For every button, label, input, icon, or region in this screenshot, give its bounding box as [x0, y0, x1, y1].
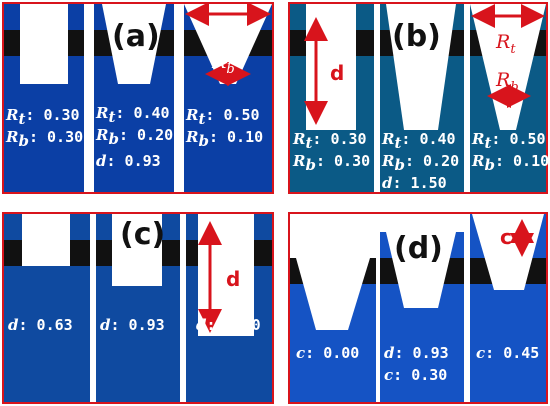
panel-d-cell-2	[380, 232, 464, 402]
param-rt-b-1: Rt: 0.30	[292, 130, 367, 152]
trench	[470, 4, 546, 130]
panel-b-cell-2	[380, 4, 464, 192]
param-c-d-3: c: 0.45	[476, 344, 539, 362]
panel-a-cell-1	[4, 4, 84, 192]
panel-label: (a)	[112, 19, 160, 54]
panel-b-cell-3	[470, 4, 546, 192]
param-d-c-3: d: 1.50	[196, 316, 261, 334]
rt-annotation: Rt	[209, 23, 230, 49]
panel-c-cell-1	[4, 214, 90, 402]
panel-c-cell-3	[186, 214, 272, 402]
panel-d: (d) c c: 0.00 d: 0.93 c: 0.30 c: 0.45	[288, 212, 548, 404]
panel-label: (b)	[392, 19, 441, 54]
param-rb-b-2: Rb: 0.20	[381, 152, 459, 174]
trench	[20, 4, 68, 84]
param-c-d-2: c: 0.30	[384, 366, 447, 384]
param-rt-b-2: Rt: 0.40	[381, 130, 456, 152]
d-annotation: d	[226, 267, 240, 291]
param-rt-a-1: Rt: 0.30	[5, 106, 80, 128]
trench	[386, 232, 456, 308]
param-rb-a-1: Rb: 0.30	[5, 128, 83, 150]
param-d-c-2: d: 0.93	[100, 316, 165, 334]
panel-c: (c) d d: 0.63 d: 0.93 d: 1.50	[2, 212, 274, 404]
trench	[102, 4, 166, 84]
panel-label: (c)	[120, 217, 165, 252]
trench	[22, 214, 70, 266]
c-annotation: c	[500, 225, 512, 249]
param-rb-a-3: Rb: 0.10	[185, 128, 263, 150]
param-rb-b-3: Rb: 0.10	[471, 152, 549, 174]
panel-c-cell-2	[96, 214, 180, 402]
param-rt-a-2: Rt: 0.40	[95, 104, 170, 126]
param-d-a-2: d: 0.93	[96, 152, 161, 170]
param-d-c-1: d: 0.63	[8, 316, 73, 334]
param-d-b-2: d: 1.50	[382, 174, 447, 192]
param-rb-a-2: Rb: 0.20	[95, 126, 173, 148]
param-rt-a-3: Rt: 0.50	[185, 106, 260, 128]
rb-annotation: Rb	[495, 69, 519, 95]
panel-a-cell-3	[184, 4, 272, 192]
param-c-d-1: c: 0.00	[296, 344, 359, 362]
param-d-d-2: d: 0.93	[384, 344, 449, 362]
panel-label: (d)	[394, 231, 443, 266]
param-rb-b-1: Rb: 0.30	[292, 152, 370, 174]
param-rt-b-3: Rt: 0.50	[471, 130, 546, 152]
d-annotation: d	[330, 61, 344, 85]
panel-a-cell-2	[94, 4, 174, 192]
rb-annotation: Rb	[211, 51, 235, 77]
trench	[386, 4, 456, 130]
trench	[296, 258, 370, 330]
panel-d-cell-1	[290, 258, 376, 402]
trench	[112, 214, 162, 286]
rt-annotation: Rt	[495, 31, 516, 57]
